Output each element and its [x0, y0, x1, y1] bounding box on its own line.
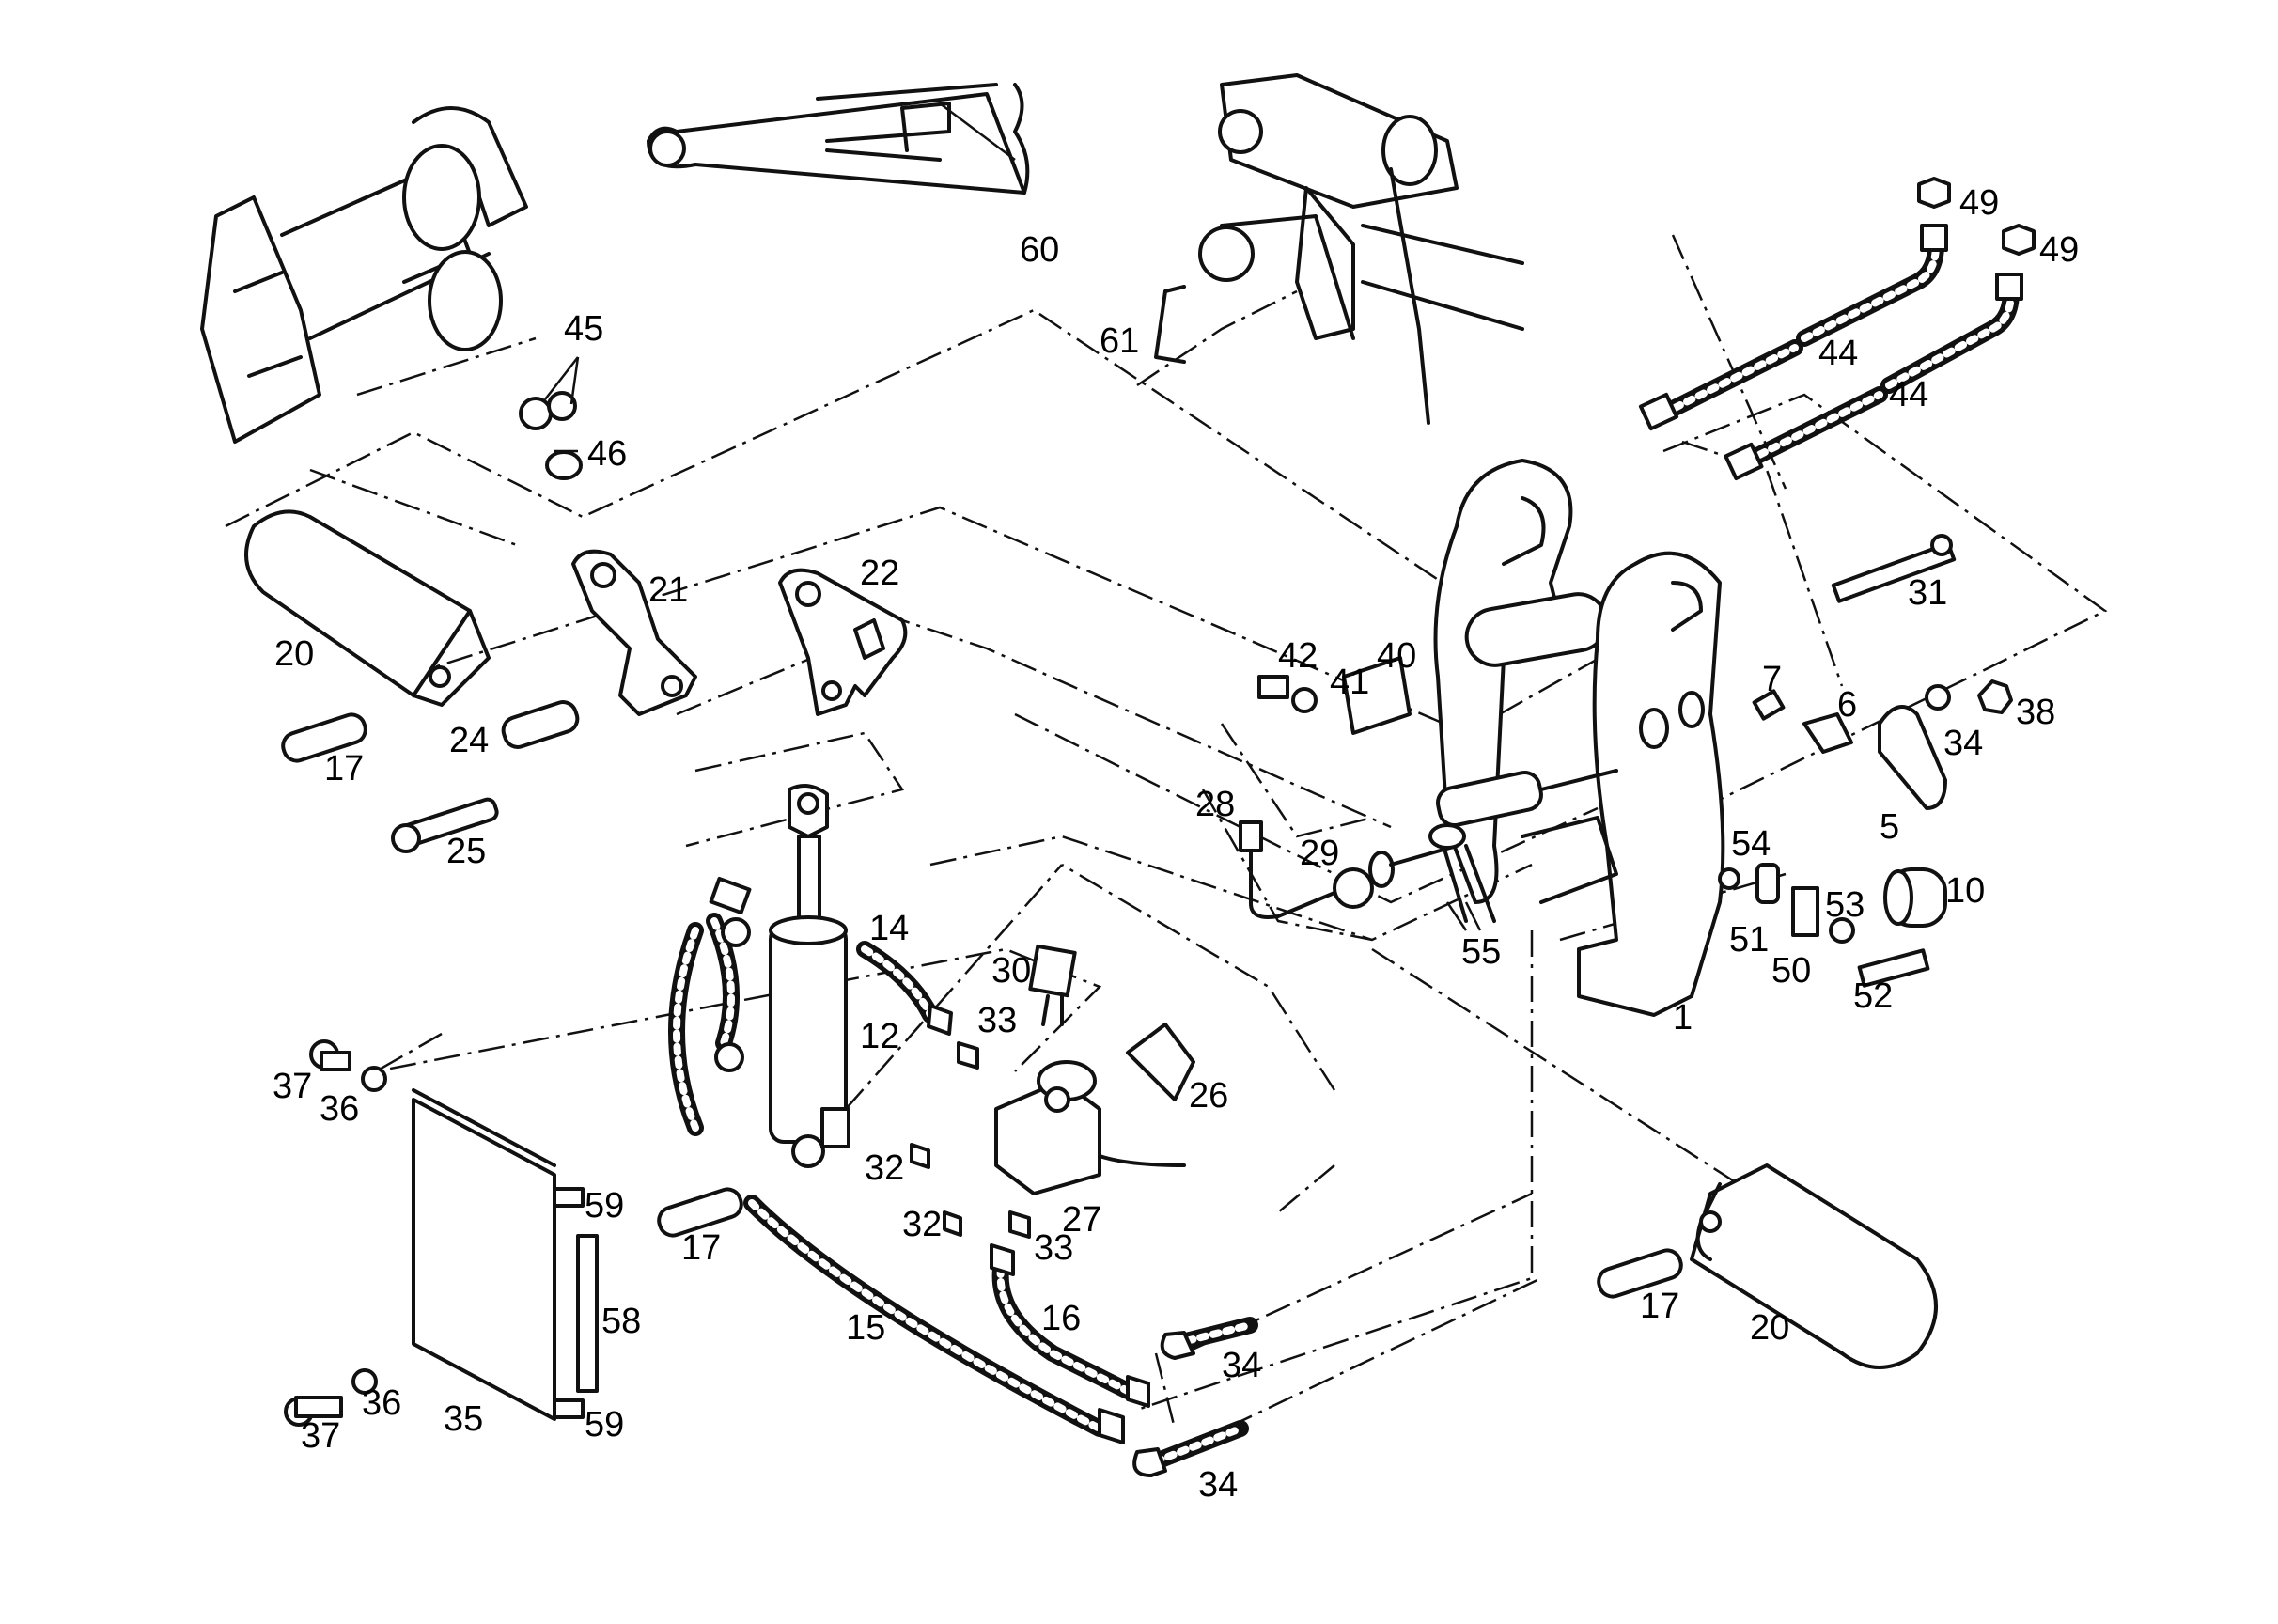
- callout-50: 50: [1771, 951, 1811, 991]
- callout-55: 55: [1461, 932, 1501, 972]
- leader-lines: [544, 102, 1482, 931]
- callout-17-b: 17: [681, 1228, 721, 1268]
- callout-41: 41: [1330, 663, 1369, 702]
- callout-38: 38: [2016, 693, 2055, 732]
- callout-33-b: 33: [1034, 1228, 1073, 1268]
- arm-pipes-60: [647, 83, 1030, 195]
- callout-58: 58: [601, 1302, 641, 1341]
- hydraulic-cylinder-12: [668, 784, 850, 1168]
- bracket-22: [778, 568, 908, 716]
- callout-52: 52: [1853, 976, 1893, 1016]
- callout-37-a: 37: [273, 1067, 312, 1106]
- callout-44-b: 44: [1889, 375, 1928, 414]
- pins-left: [281, 700, 1683, 1299]
- callout-17-c: 17: [1640, 1287, 1679, 1326]
- callout-32-b: 32: [902, 1205, 942, 1244]
- cylinder-20-left: [244, 509, 491, 707]
- callout-34-b: 34: [1222, 1346, 1261, 1385]
- callout-32-a: 32: [865, 1148, 904, 1188]
- callout-16: 16: [1041, 1299, 1081, 1338]
- callout-44-a: 44: [1818, 334, 1858, 373]
- callout-60: 60: [1020, 230, 1059, 270]
- callout-21: 21: [648, 570, 688, 610]
- callout-10: 10: [1945, 871, 1985, 911]
- callout-7: 7: [1762, 660, 1782, 699]
- callout-42: 42: [1278, 636, 1318, 676]
- callout-59-b: 59: [585, 1405, 624, 1444]
- callout-27: 27: [1062, 1200, 1101, 1240]
- callout-34-a: 34: [1943, 724, 1983, 763]
- callout-36-b: 36: [362, 1383, 401, 1423]
- valve-27: [910, 944, 1195, 1237]
- callout-26: 26: [1189, 1076, 1228, 1116]
- callout-17-a: 17: [324, 749, 364, 789]
- callout-28: 28: [1195, 785, 1235, 824]
- callout-49-a: 49: [1959, 183, 1999, 223]
- callout-37-b: 37: [301, 1416, 340, 1456]
- callout-30: 30: [991, 951, 1031, 991]
- main-bracket-1: [1433, 459, 1725, 1017]
- lever-21: [571, 549, 697, 716]
- callout-6: 6: [1837, 685, 1857, 725]
- callout-20-a: 20: [274, 634, 314, 674]
- callout-53: 53: [1825, 885, 1865, 925]
- rod-28-29-55: [1239, 820, 1496, 923]
- top-left-bracket: [200, 106, 583, 480]
- callout-36-a: 36: [320, 1089, 359, 1129]
- small-parts-right: [1257, 534, 2013, 988]
- callout-59-a: 59: [585, 1186, 624, 1226]
- callout-24: 24: [449, 721, 489, 760]
- elbows-34: [1132, 1317, 1258, 1477]
- callout-5: 5: [1880, 807, 1899, 847]
- callout-40: 40: [1377, 636, 1416, 676]
- hose-14: [856, 941, 979, 1070]
- callout-35: 35: [444, 1399, 483, 1439]
- callout-14: 14: [869, 909, 909, 948]
- assembly-lines: [225, 234, 2108, 1468]
- callout-29: 29: [1300, 834, 1339, 873]
- top-center-bracket: [1154, 73, 1524, 425]
- callout-49-b: 49: [2039, 230, 2079, 270]
- callout-22: 22: [860, 554, 899, 593]
- callouts: 1 5 6 7 10 12 14 15 16 17 17 17 20 20 21…: [273, 183, 2079, 1505]
- cylinder-20-right: [1690, 1163, 1938, 1369]
- callout-20-b: 20: [1750, 1308, 1789, 1348]
- callout-51: 51: [1729, 920, 1769, 960]
- plate-35: [284, 1039, 599, 1427]
- callout-1: 1: [1673, 998, 1693, 1038]
- callout-15: 15: [846, 1308, 885, 1348]
- callout-33-a: 33: [977, 1001, 1017, 1040]
- callout-46: 46: [587, 434, 627, 474]
- hoses-44-top: [1638, 177, 2036, 481]
- callout-54: 54: [1731, 824, 1771, 864]
- callout-31: 31: [1908, 573, 1947, 613]
- hoses-15-16: [743, 1195, 1150, 1444]
- callout-12: 12: [860, 1017, 899, 1056]
- callout-61: 61: [1100, 321, 1139, 361]
- callout-25: 25: [446, 832, 486, 871]
- callout-34-c: 34: [1198, 1465, 1238, 1505]
- callout-45: 45: [564, 309, 603, 349]
